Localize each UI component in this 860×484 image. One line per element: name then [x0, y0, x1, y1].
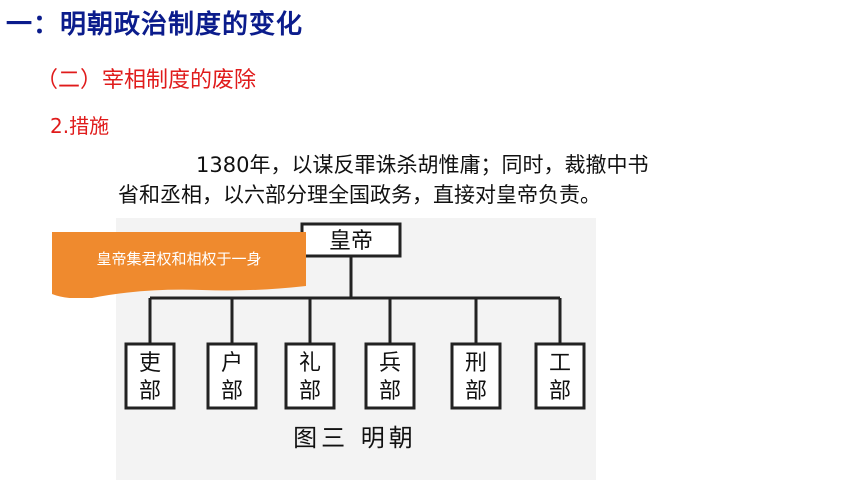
ministry-box	[364, 342, 416, 410]
ministry-box	[284, 342, 336, 410]
callout-shape	[52, 232, 306, 298]
callout-box: 皇帝集君权和相权于一身	[52, 228, 306, 298]
paragraph-line-1: 1380年，以谋反罪诛杀胡惟庸；同时，裁撤中书	[196, 153, 649, 177]
ministry-label-char: 部	[299, 379, 321, 404]
ministry-label-char: 部	[465, 379, 487, 404]
ministry-box	[124, 342, 176, 410]
paragraph-line-2: 省和丞相，以六部分理全国政务，直接对皇帝负责。	[118, 183, 601, 207]
ministry-box	[534, 342, 586, 410]
ministry-label-char: 吏	[139, 351, 161, 376]
point-heading: 2.措施	[50, 114, 110, 138]
slide-title: 一：明朝政治制度的变化	[6, 10, 304, 40]
ministry-label-char: 刑	[465, 351, 487, 376]
ministry-box	[450, 342, 502, 410]
ministry-label-char: 兵	[379, 351, 401, 376]
chart-caption: 图三 明朝	[293, 424, 417, 452]
emperor-label: 皇帝	[329, 229, 373, 254]
org-chart: 皇帝 吏部户部礼部兵部刑部工部 图三 明朝	[116, 218, 596, 480]
callout-background	[52, 232, 306, 298]
callout-text: 皇帝集君权和相权于一身	[96, 250, 262, 268]
ministry-box	[206, 342, 258, 410]
ministry-label-char: 部	[221, 379, 243, 404]
section-subtitle: （二）宰相制度的废除	[36, 68, 257, 93]
ministry-label-char: 工	[549, 351, 571, 376]
ministry-label-char: 户	[221, 351, 243, 376]
ministry-label-char: 礼	[299, 351, 321, 376]
ministry-label-char: 部	[139, 379, 161, 404]
ministry-label-char: 部	[549, 379, 571, 404]
measure-paragraph: 1380年，以谋反罪诛杀胡惟庸；同时，裁撤中书 省和丞相，以六部分理全国政务，直…	[118, 150, 758, 210]
ministry-label-char: 部	[379, 379, 401, 404]
